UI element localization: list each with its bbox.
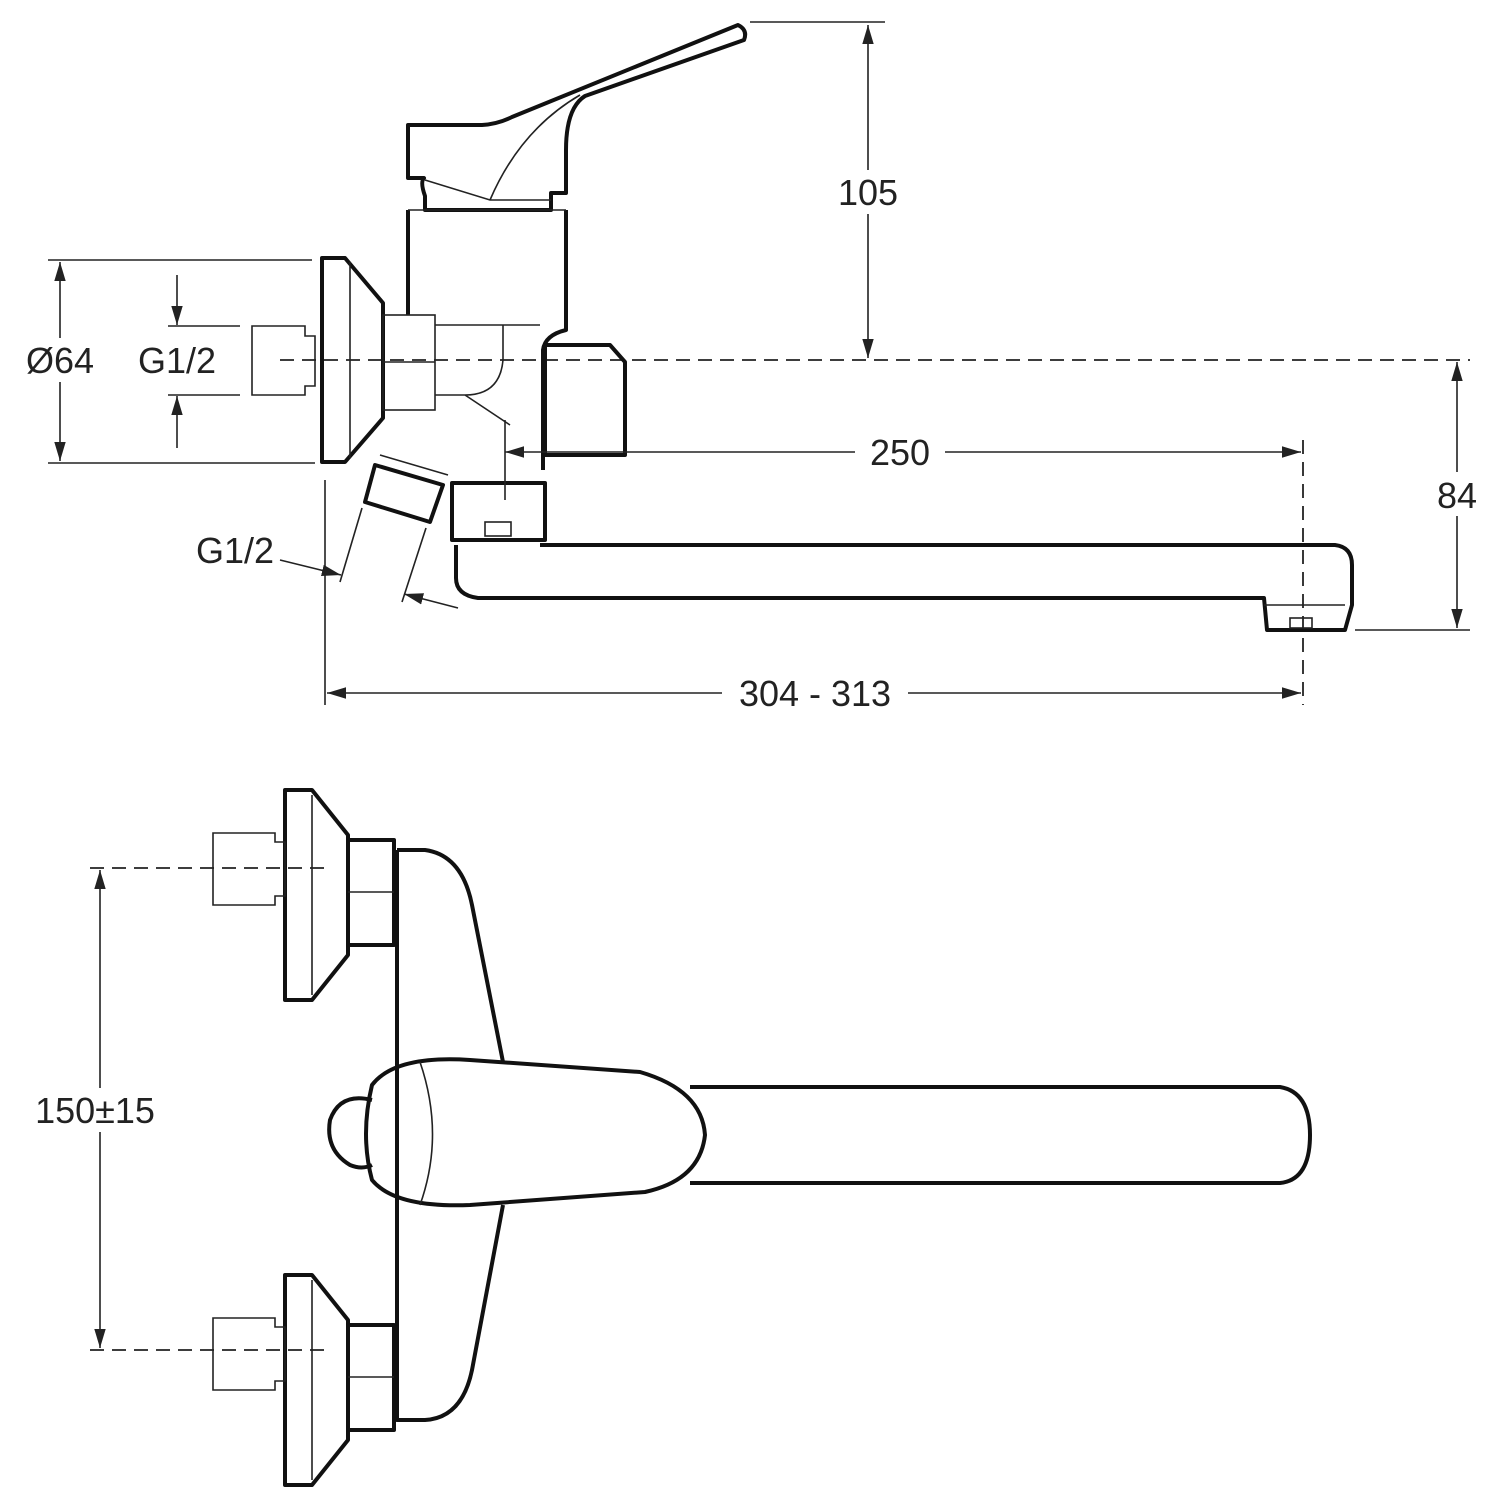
dim-spout-reach: 250	[870, 432, 930, 473]
outlet-angled-nut	[363, 463, 445, 524]
lower-inlet-connector	[212, 1317, 286, 1391]
dim-spout-drop: 84	[1437, 475, 1477, 516]
inlet-connector	[251, 325, 316, 396]
dim-inlet-spacing: 150±15	[35, 1090, 155, 1131]
aerator	[1289, 617, 1313, 629]
dim-arrow	[279, 559, 342, 577]
ext-line	[401, 527, 427, 603]
ext-line	[339, 507, 363, 583]
dim-outlet-thread: G1/2	[196, 530, 274, 571]
mixer-body-top	[395, 848, 505, 1422]
dim-escutcheon-diameter: Ø64	[26, 340, 94, 381]
lower-escutcheon	[283, 1273, 350, 1487]
side-view: 105 84 250 304 - 313 Ø64 G1/2 G1/2	[18, 21, 1486, 715]
spout-top	[690, 1085, 1312, 1185]
diverter-knob-top	[327, 1096, 373, 1170]
lever-handle	[406, 23, 748, 212]
mixer-body	[406, 210, 568, 470]
dim-inlet-thread: G1/2	[138, 340, 216, 381]
spout-base	[450, 481, 547, 542]
top-view: 150±15	[25, 788, 1312, 1487]
handle-cover-edge	[419, 1061, 434, 1206]
upper-inlet-connector	[212, 832, 286, 906]
wall-escutcheon	[320, 256, 385, 464]
diverter-knob	[543, 343, 627, 457]
outlet-nut-ring	[379, 454, 449, 476]
dim-total-length: 304 - 313	[739, 673, 891, 714]
upper-escutcheon	[283, 788, 350, 1002]
lever-detail	[424, 94, 581, 201]
dim-handle-height: 105	[838, 172, 898, 213]
spout	[454, 543, 1354, 632]
internal-lines	[435, 324, 540, 426]
handle-cover	[364, 1057, 707, 1208]
dim-arrow	[403, 593, 459, 609]
spout-base-slot	[484, 521, 512, 537]
